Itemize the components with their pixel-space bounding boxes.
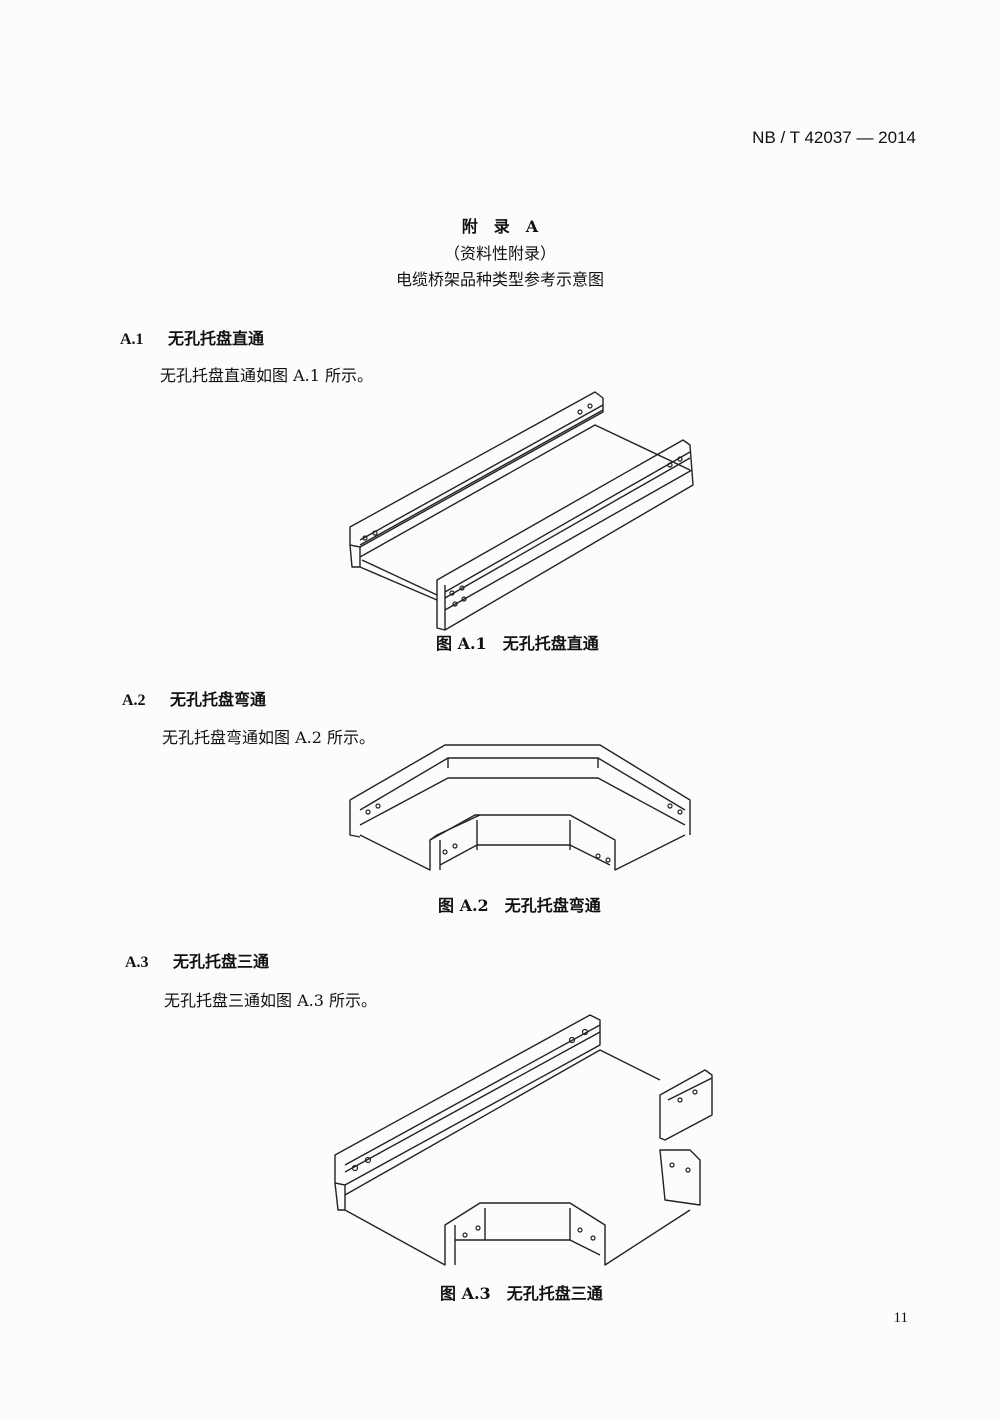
section-text-a1: 无孔托盘直通如图 A.1 所示。: [160, 366, 373, 385]
figure-caption-a3: 图 A.3 无孔托盘三通: [440, 1284, 603, 1303]
section-text-a3: 无孔托盘三通如图 A.3 所示。: [164, 991, 377, 1010]
figure-a3-tee-tray: [334, 1014, 713, 1266]
standard-number: NB / T 42037 — 2014: [752, 128, 916, 147]
figure-caption-a1: 图 A.1 无孔托盘直通: [436, 634, 599, 653]
page-number: 11: [893, 1310, 908, 1326]
section-text-a2: 无孔托盘弯通如图 A.2 所示。: [162, 728, 375, 747]
appendix-type: （资料性附录）: [443, 244, 556, 263]
appendix-title: 附 录 A: [461, 217, 539, 236]
figure-a2-elbow-tray: [349, 744, 691, 871]
appendix-subtitle: 电缆桥架品种类型参考示意图: [395, 270, 604, 289]
figure-a1-straight-tray: [349, 391, 694, 631]
figure-caption-a2: 图 A.2 无孔托盘弯通: [438, 896, 601, 915]
